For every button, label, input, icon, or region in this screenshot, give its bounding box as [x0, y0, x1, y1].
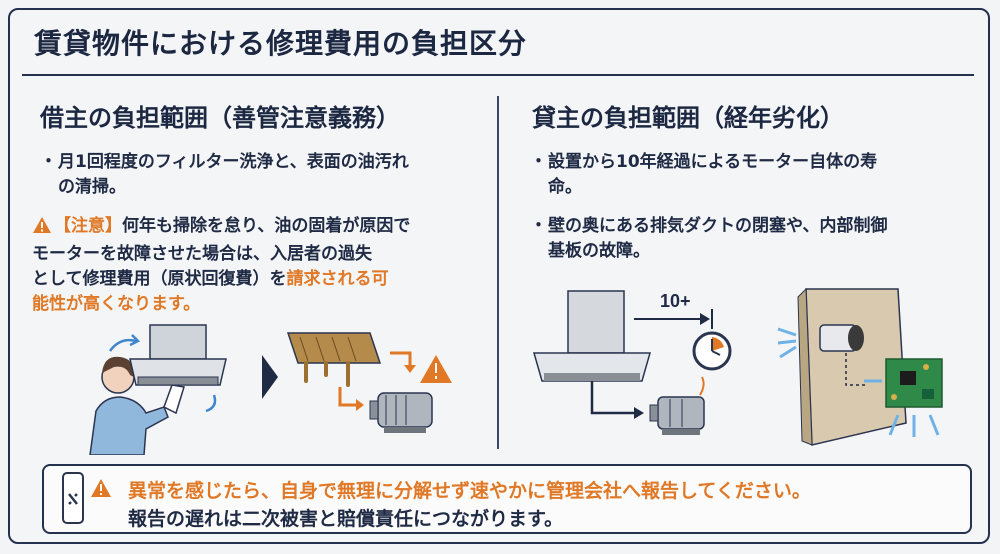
- phone-wrench-icon: [62, 472, 84, 524]
- warning-icon: [420, 355, 452, 383]
- footer-notice: [42, 464, 972, 534]
- arrow-right-icon: [262, 355, 278, 399]
- warning-line1: 何年も掃除を怠り、油の固着が原因で: [122, 216, 411, 236]
- tenant-heading: 借主の負担範囲（善管注意義務）: [40, 104, 400, 132]
- footer-line-2: 報告の遅れは二次被害と賠償責任につながります。: [128, 508, 564, 530]
- landlord-heading: 貸主の負担範囲（経年劣化）: [532, 104, 844, 132]
- circuit-board-icon: [885, 358, 943, 408]
- years-label: 10+: [660, 291, 691, 311]
- landlord-bullet-2-line2: 基板の故障。: [548, 241, 650, 261]
- warning-icon: [91, 479, 111, 497]
- tenant-bullet-1: ・月1回程度のフィルター洗浄と、表面の油汚れ の清掃。: [40, 150, 409, 200]
- person-cleaning-icon: [89, 356, 185, 455]
- dirty-filter-icon: [286, 332, 382, 387]
- wall-duct-icon: [797, 287, 907, 446]
- tenant-bullet-1-line1: 月1回程度のフィルター洗浄と、表面の油汚れ: [58, 152, 409, 172]
- page-title: 賃貸物件における修理費用の負担区分: [34, 27, 528, 60]
- landlord-bullet-2-line1: 壁の奥にある排気ダクトの閉塞や、内部制御: [548, 216, 888, 236]
- title-divider: [22, 74, 974, 76]
- landlord-illustration: 10+: [533, 287, 943, 446]
- tenant-warning: 【注意】何年も掃除を怠り、油の固着が原因で モーターを故障させた場合は、入居者の…: [32, 214, 484, 317]
- motor-icon: [649, 376, 705, 435]
- infographic-card: [8, 8, 990, 544]
- warning-line4: 能性が高くなります。: [32, 294, 201, 314]
- warning-line2: モーターを故障させた場合は、入居者の過失: [32, 244, 372, 264]
- motor-icon: [369, 392, 433, 433]
- range-hood-icon: [533, 290, 651, 382]
- warning-line3b: 請求される可: [286, 269, 389, 289]
- tenant-illustration: [89, 324, 452, 455]
- landlord-bullet-1: ・設置から10年経過によるモーター自体の寿 命。: [530, 150, 877, 200]
- tenant-bullet-1-line2: の清掃。: [58, 177, 126, 197]
- landlord-bullet-1-line2: 命。: [548, 177, 582, 197]
- warning-tag: 【注意】: [54, 216, 122, 236]
- landlord-bullet-2: ・壁の奥にある排気ダクトの閉塞や、内部制御 基板の故障。: [530, 214, 888, 264]
- warning-line3a: として修理費用（原状回復費）を: [32, 269, 287, 289]
- range-hood-icon: [129, 324, 227, 386]
- warning-icon: [32, 216, 52, 242]
- clock-icon: [692, 331, 732, 371]
- landlord-bullet-1-line1: 設置から10年経過によるモーター自体の寿: [548, 152, 878, 172]
- column-divider: [497, 96, 499, 449]
- footer-line-1: 異常を感じたら、自身で無理に分解せず速やかに管理会社へ報告してください。: [128, 480, 811, 502]
